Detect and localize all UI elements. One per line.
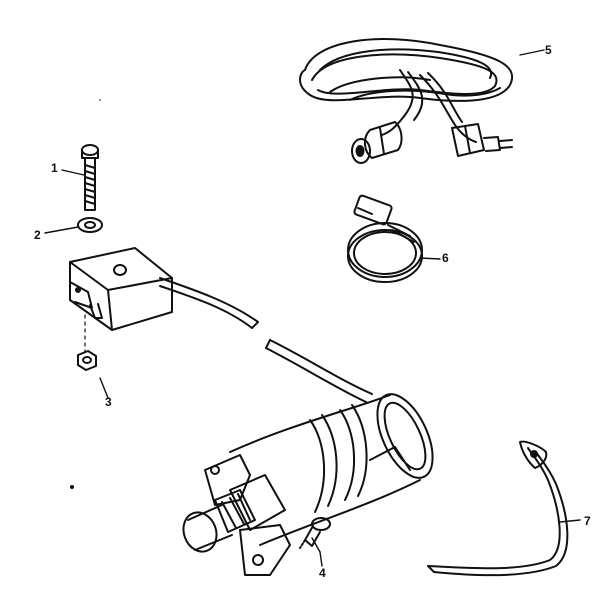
callout-screw: 4 bbox=[319, 566, 326, 580]
starter-motor bbox=[178, 386, 444, 575]
solenoid bbox=[70, 248, 172, 330]
callout-power-cord: 5 bbox=[545, 43, 552, 57]
screw bbox=[300, 518, 330, 566]
speck-mark bbox=[99, 99, 101, 101]
power-cord bbox=[300, 39, 544, 163]
hose-clamp bbox=[348, 195, 440, 282]
bolt bbox=[62, 145, 98, 210]
callout-hose-clamp: 6 bbox=[442, 251, 449, 265]
nut bbox=[78, 351, 108, 398]
washer bbox=[45, 218, 102, 233]
callout-ground-strap: 7 bbox=[584, 514, 591, 528]
callout-bolt: 1 bbox=[51, 161, 58, 175]
callout-nut: 3 bbox=[105, 395, 112, 409]
speck-mark bbox=[70, 485, 74, 489]
ground-strap bbox=[428, 442, 580, 575]
starter-cable bbox=[160, 278, 372, 402]
callout-washer: 2 bbox=[34, 228, 41, 242]
